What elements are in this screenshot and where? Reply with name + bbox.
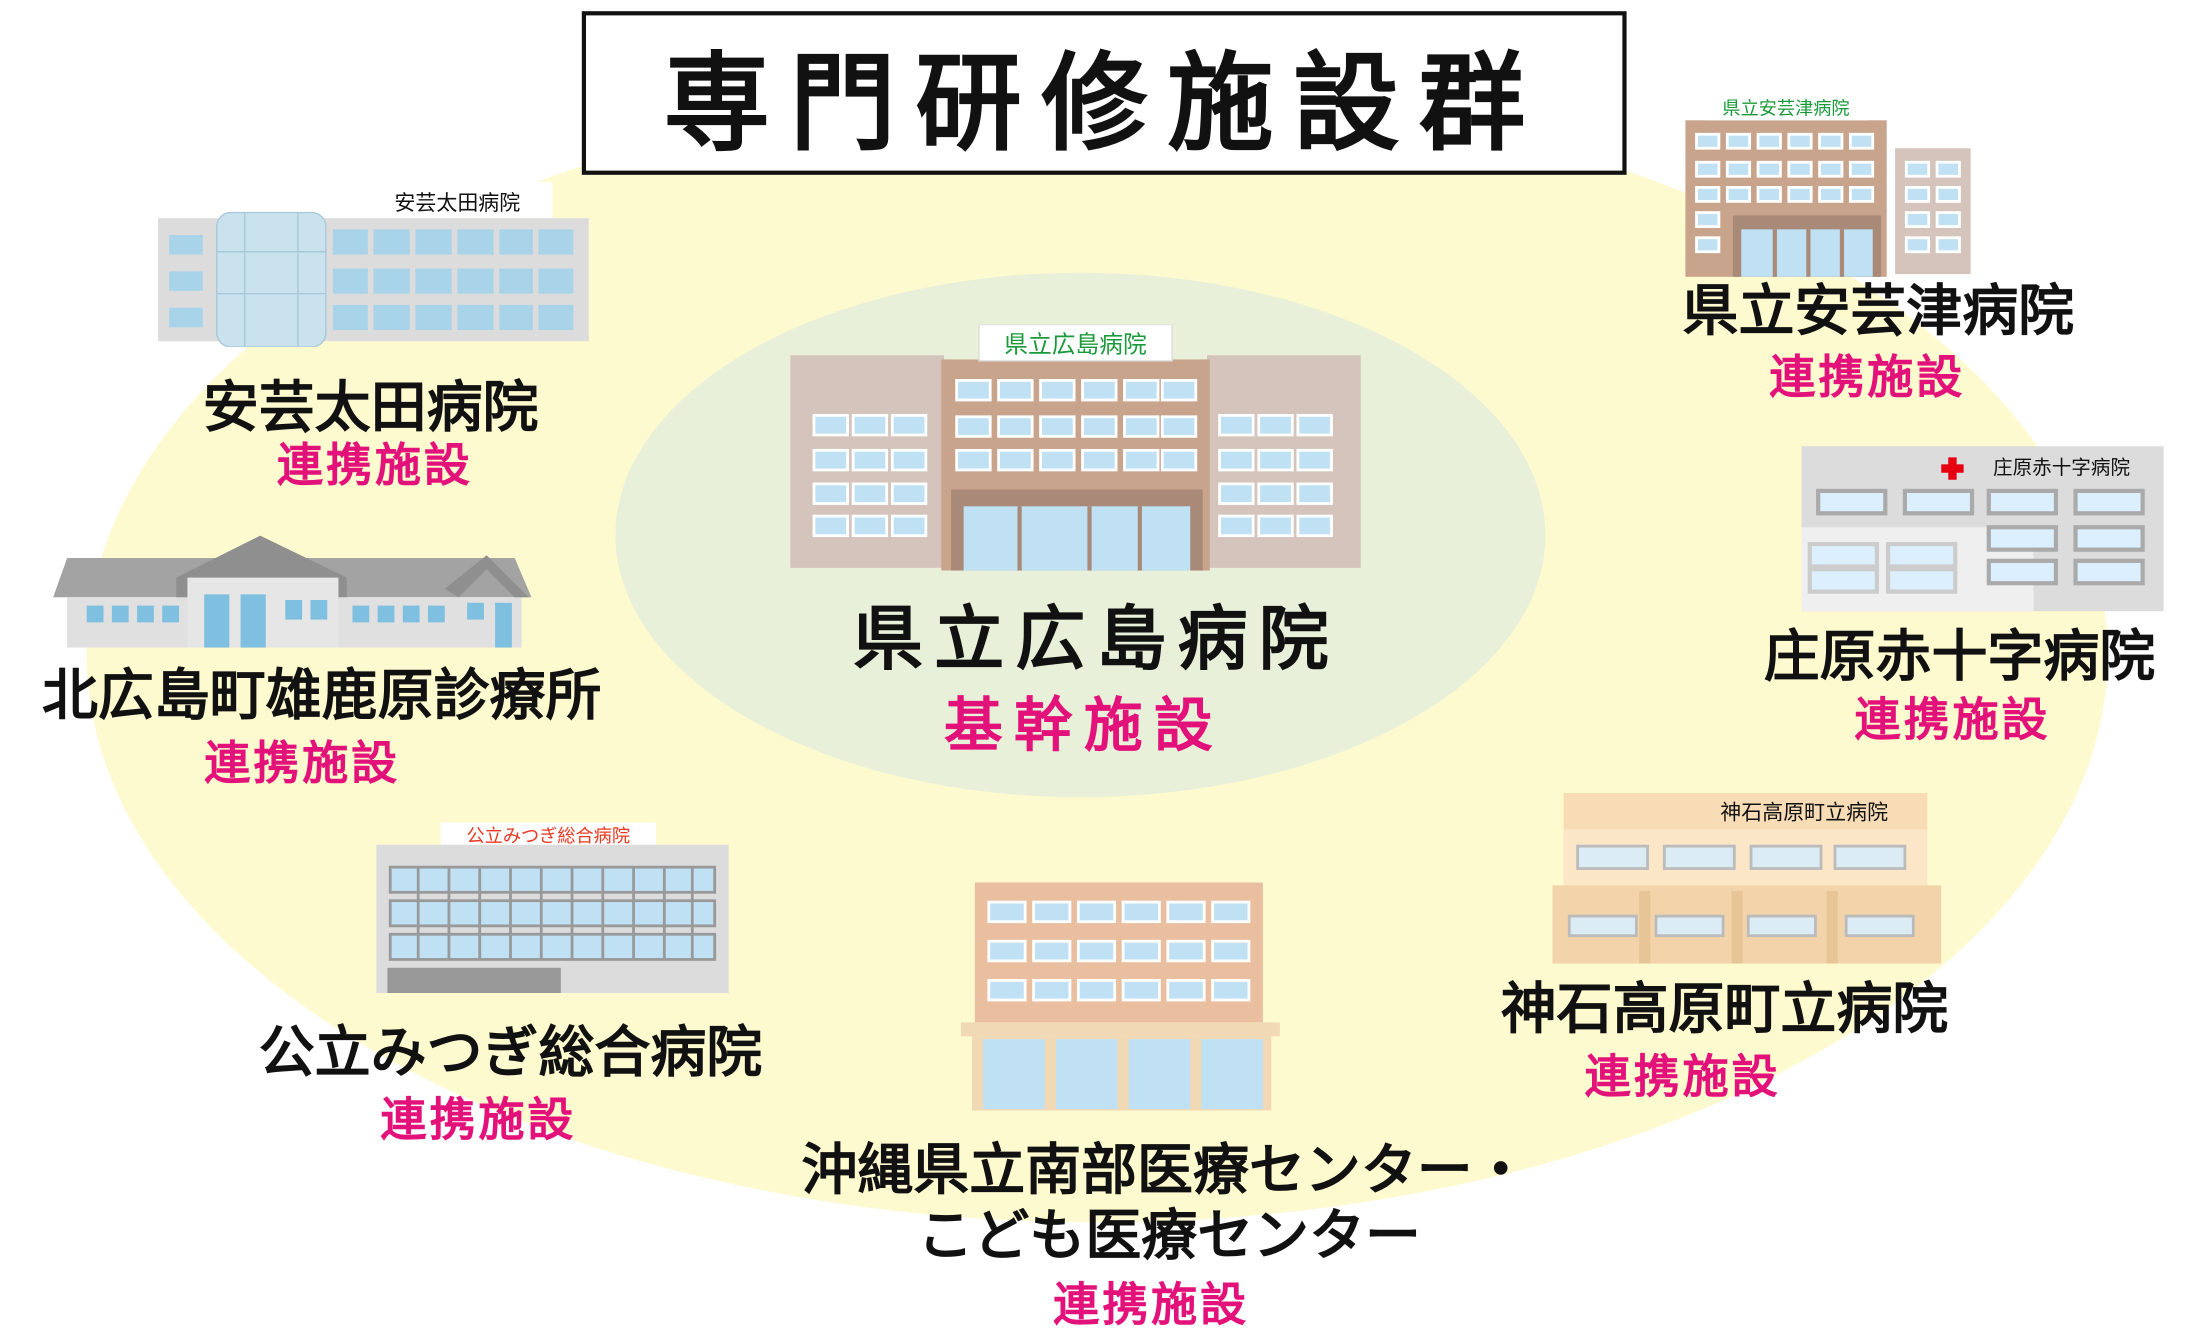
core-role-label: 基幹施設 (944, 690, 1224, 760)
core-sign: 県立広島病院 (1004, 330, 1147, 358)
facility-name-shobara: 庄原赤十字病院 (1763, 625, 2156, 690)
facility-role-jinsekikogen: 連携施設 (1584, 1048, 1781, 1104)
akiota-sign: 安芸太田病院 (394, 191, 520, 215)
jinsekikogen-hospital-building-icon: 神石高原町立病院 (1552, 793, 1942, 964)
facility-name-okinawa-line2: こども医療センター (917, 1204, 1421, 1269)
akitsu-sign: 県立安芸津病院 (1722, 99, 1849, 120)
red-cross-icon (1941, 457, 1964, 480)
facility-name-jinsekikogen: 神石高原町立病院 (1500, 977, 1949, 1042)
facility-name-okinawa-line1: 沖縄県立南部医療センター・ (801, 1138, 1529, 1203)
shobara-sign: 庄原赤十字病院 (1993, 456, 2130, 479)
facility-role-kitahiroshima: 連携施設 (204, 735, 400, 791)
facility-name-kitahiroshima: 北広島町雄鹿原診療所 (41, 664, 602, 729)
okinawa-center-building-icon (960, 882, 1280, 1111)
core-hospital-name: 県立広島病院 (853, 598, 1340, 680)
mitsugi-hospital-building-icon: 公立みつぎ総合病院 (376, 822, 729, 994)
page-title: 専門研修施設群 (581, 11, 1627, 175)
facility-role-akiota: 連携施設 (276, 437, 473, 493)
facility-name-mitsugi: 公立みつぎ総合病院 (258, 1020, 763, 1086)
akiota-hospital-building-icon: 安芸太田病院 (158, 181, 589, 347)
facility-role-shobara: 連携施設 (1854, 692, 2051, 747)
akitsu-hospital-building-icon: 県立安芸津病院 (1685, 95, 1971, 277)
facility-role-akitsu: 連携施設 (1769, 349, 1966, 405)
jinsekikogen-sign: 神石高原町立病院 (1720, 801, 1888, 825)
facility-name-akiota: 安芸太田病院 (202, 376, 539, 441)
kitahiroshima-clinic-building-icon (53, 535, 532, 648)
mitsugi-sign: 公立みつぎ総合病院 (466, 826, 630, 847)
facility-role-mitsugi: 連携施設 (380, 1092, 577, 1147)
facility-name-akitsu: 県立安芸津病院 (1682, 279, 2075, 345)
shobara-redcross-building-icon: 庄原赤十字病院 (1801, 446, 2164, 612)
facility-role-okinawa: 連携施設 (1053, 1276, 1249, 1332)
core-hospital-building-icon: 県立広島病院 (790, 324, 1361, 571)
